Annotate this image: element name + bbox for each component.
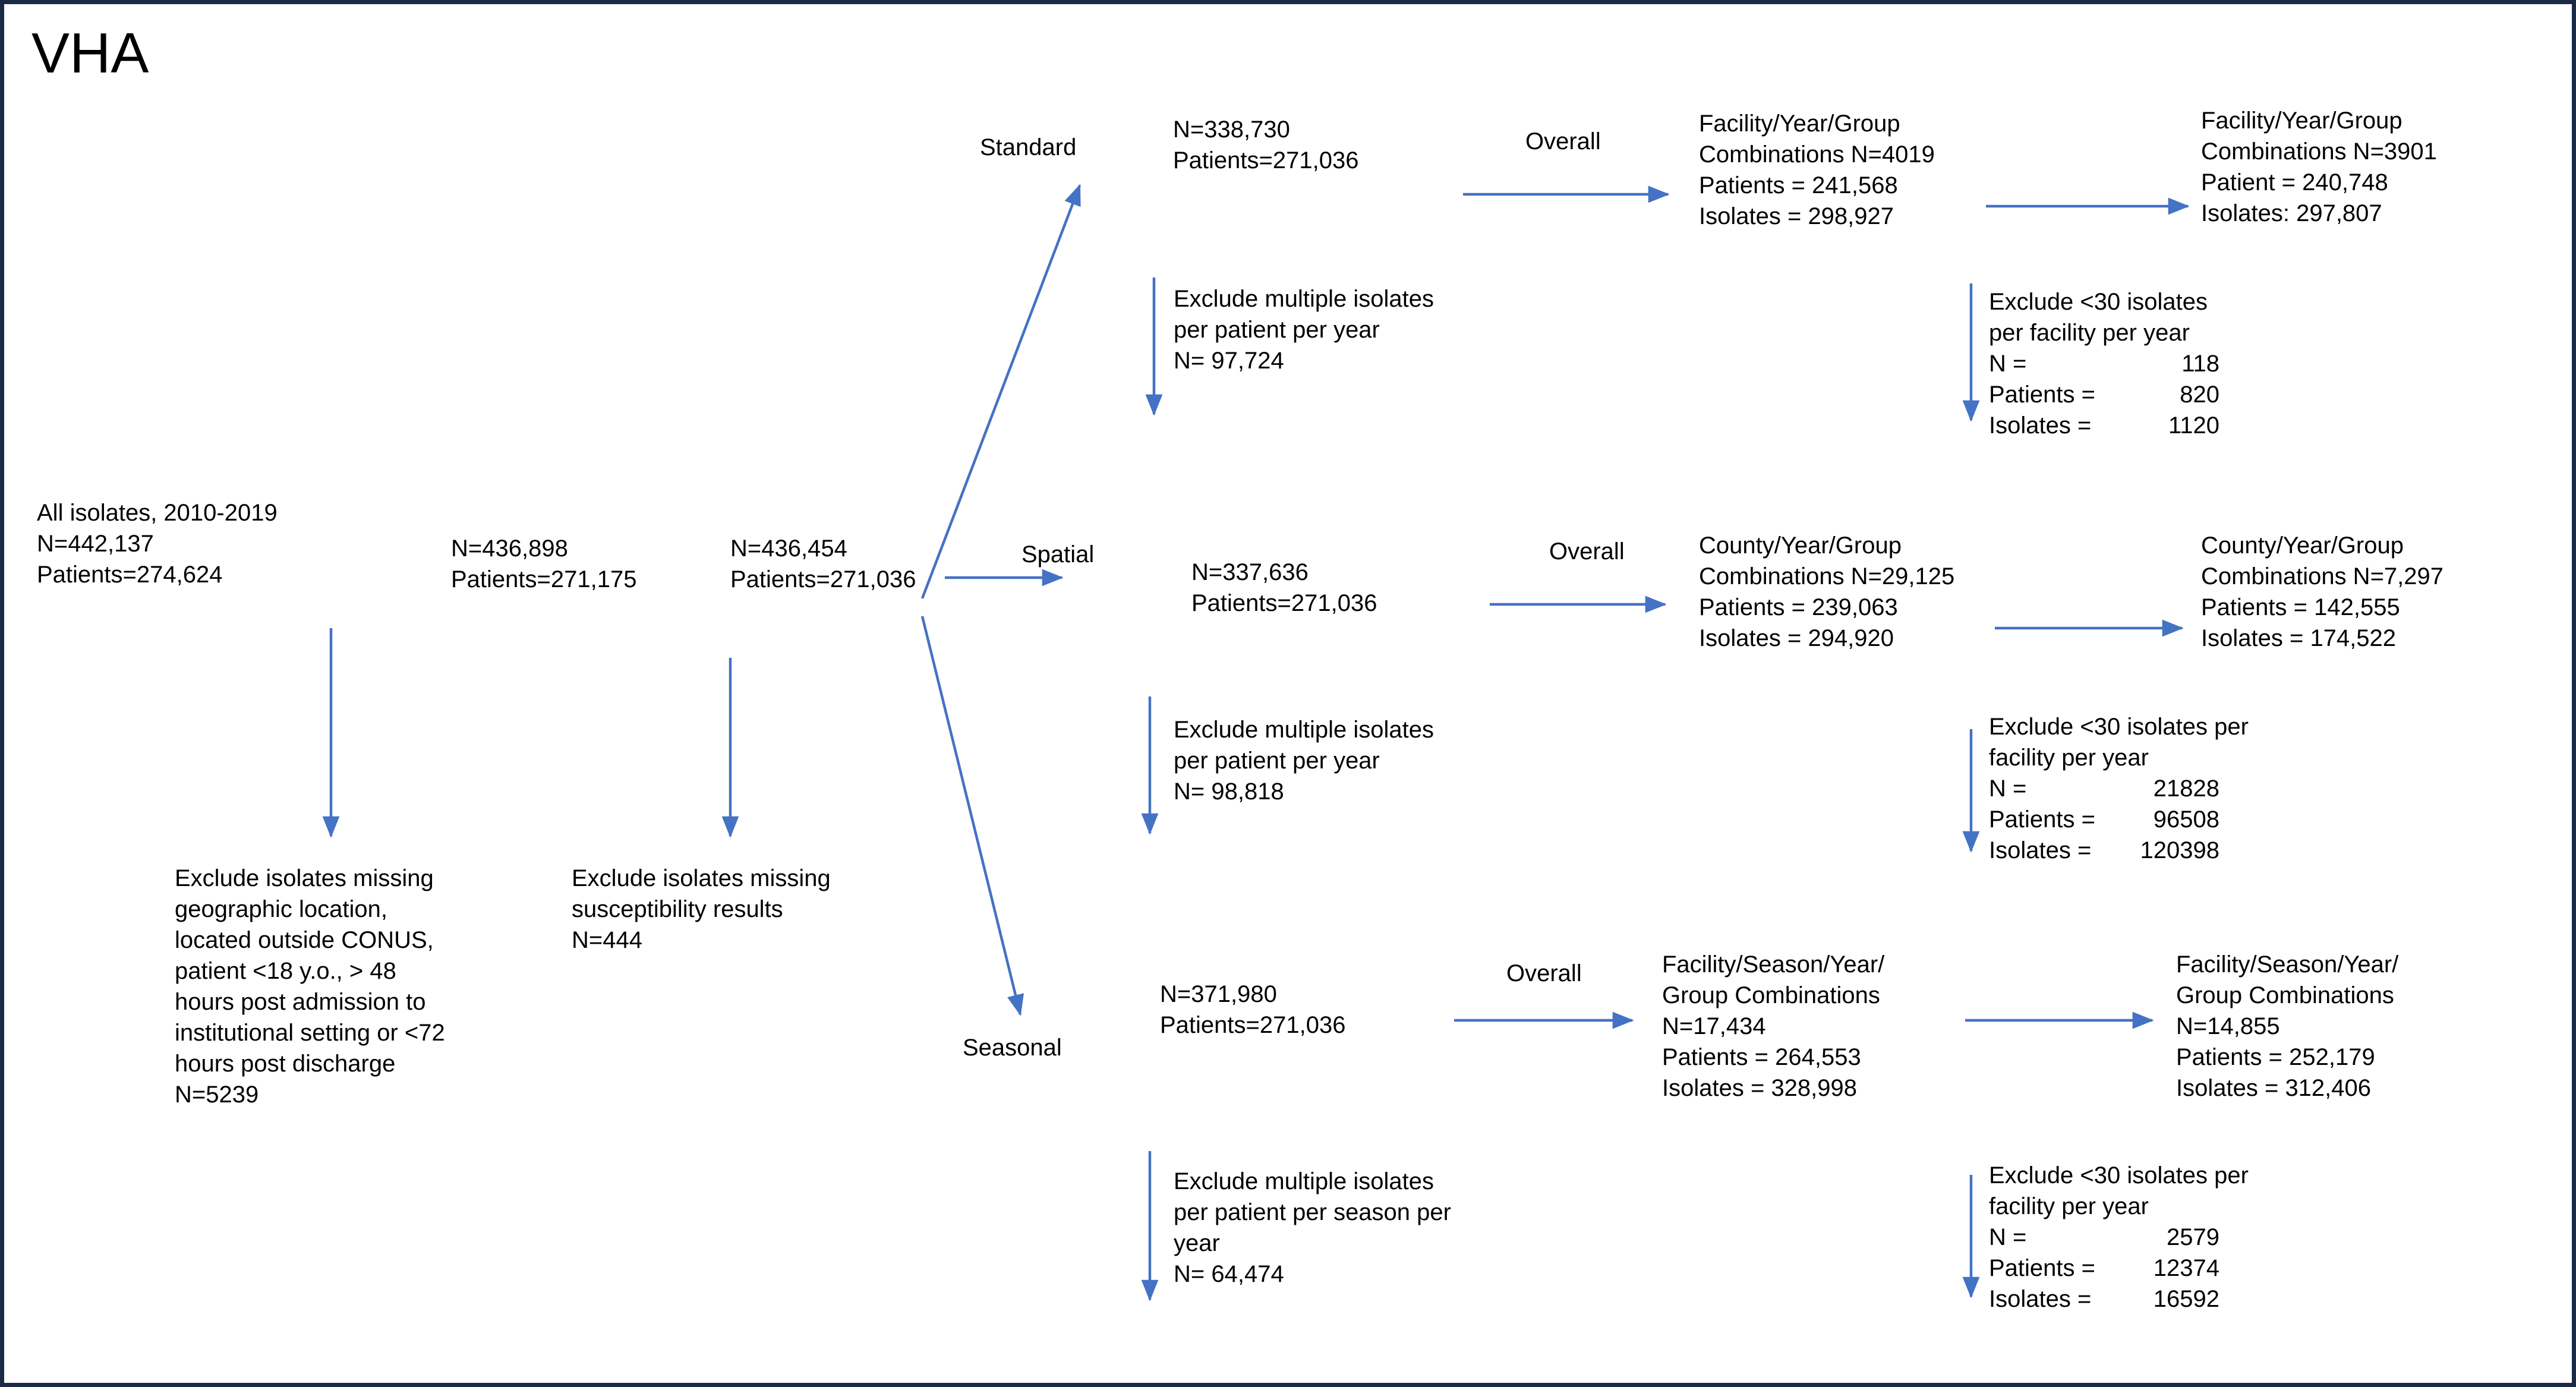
node-all-isolates: All isolates, 2010-2019 N=442,137 Patien…: [37, 500, 278, 588]
arrow-split-to-seasonal: [920, 616, 1024, 1016]
standard-exclude-small-header: Exclude <30 isolates per facility per ye…: [1989, 289, 2208, 346]
label-isolates: Isolates =: [1989, 837, 2092, 863]
label-patients: Patients =: [1989, 806, 2096, 833]
value-isolates: 1120: [2168, 412, 2219, 439]
branch-label-seasonal: Seasonal: [963, 1035, 1062, 1061]
label-isolates: Isolates =: [1989, 1286, 2092, 1312]
node-standard-final-box: Facility/Year/Group Combinations N=3901 …: [2201, 108, 2437, 226]
node-standard-exclude-multiple: Exclude multiple isolates per patient pe…: [1174, 286, 1434, 374]
value-isolates: 120398: [2140, 837, 2219, 863]
value-n: 21828: [2153, 776, 2219, 802]
node-spatial-overall-box: County/Year/Group Combinations N=29,125 …: [1699, 532, 1955, 651]
node-standard-counts: N=338,730 Patients=271,036: [1173, 116, 1359, 174]
value-isolates: 16592: [2153, 1286, 2219, 1312]
seasonal-exclude-small-row-n: N = 2579: [1989, 1222, 2249, 1253]
node-spatial-final-box: County/Year/Group Combinations N=7,297 P…: [2201, 532, 2444, 651]
seasonal-exclude-small-row-patients: Patients = 12374: [1989, 1253, 2249, 1284]
node-standard-exclude-small: Exclude <30 isolates per facility per ye…: [1989, 286, 2219, 441]
label-n: N =: [1989, 351, 2027, 377]
overall-label-standard: Overall: [1525, 128, 1601, 155]
value-n: 2579: [2167, 1224, 2219, 1250]
value-patients: 96508: [2153, 806, 2219, 833]
seasonal-exclude-small-header: Exclude <30 isolates per facility per ye…: [1989, 1162, 2249, 1219]
branch-label-spatial: Spatial: [1021, 541, 1095, 568]
value-patients: 820: [2180, 382, 2219, 408]
page-title: VHA: [31, 21, 149, 85]
branch-label-standard: Standard: [980, 134, 1077, 160]
node-exclude-geographic: Exclude isolates missing geographic loca…: [175, 865, 445, 1108]
spatial-exclude-small-row-isolates: Isolates = 120398: [1989, 835, 2249, 866]
overall-label-seasonal: Overall: [1506, 960, 1582, 986]
node-seasonal-exclude-small: Exclude <30 isolates per facility per ye…: [1989, 1160, 2249, 1315]
node-seasonal-counts: N=371,980 Patients=271,036: [1160, 981, 1346, 1038]
node-standard-overall-box: Facility/Year/Group Combinations N=4019 …: [1699, 111, 1935, 229]
node-exclude-susceptibility: Exclude isolates missing susceptibility …: [572, 865, 831, 953]
label-patients: Patients =: [1989, 382, 2096, 408]
spatial-exclude-small-header: Exclude <30 isolates per facility per ye…: [1989, 714, 2249, 771]
node-spatial-counts: N=337,636 Patients=271,036: [1191, 559, 1377, 616]
node-seasonal-final-box: Facility/Season/Year/ Group Combinations…: [2176, 951, 2399, 1101]
value-n: 118: [2181, 351, 2219, 377]
overall-label-spatial: Overall: [1549, 538, 1625, 565]
standard-exclude-small-row-patients: Patients = 820: [1989, 379, 2219, 410]
spatial-exclude-small-row-patients: Patients = 96508: [1989, 804, 2249, 835]
label-n: N =: [1989, 1224, 2027, 1250]
seasonal-exclude-small-row-isolates: Isolates = 16592: [1989, 1284, 2249, 1315]
node-seasonal-overall-box: Facility/Season/Year/ Group Combinations…: [1662, 951, 1885, 1101]
node-after-susceptibility-exclusion: N=436,454 Patients=271,036: [730, 535, 916, 592]
value-patients: 12374: [2153, 1255, 2219, 1281]
label-patients: Patients =: [1989, 1255, 2096, 1281]
label-isolates: Isolates =: [1989, 412, 2092, 439]
node-seasonal-exclude-multiple: Exclude multiple isolates per patient pe…: [1174, 1168, 1451, 1287]
node-after-geographic-exclusion: N=436,898 Patients=271,175: [451, 535, 637, 592]
node-spatial-exclude-multiple: Exclude multiple isolates per patient pe…: [1174, 717, 1434, 805]
spatial-exclude-small-row-n: N = 21828: [1989, 773, 2249, 804]
node-spatial-exclude-small: Exclude <30 isolates per facility per ye…: [1989, 711, 2249, 866]
standard-exclude-small-row-isolates: Isolates = 1120: [1989, 410, 2219, 441]
standard-exclude-small-row-n: N = 118: [1989, 348, 2219, 379]
label-n: N =: [1989, 776, 2027, 802]
